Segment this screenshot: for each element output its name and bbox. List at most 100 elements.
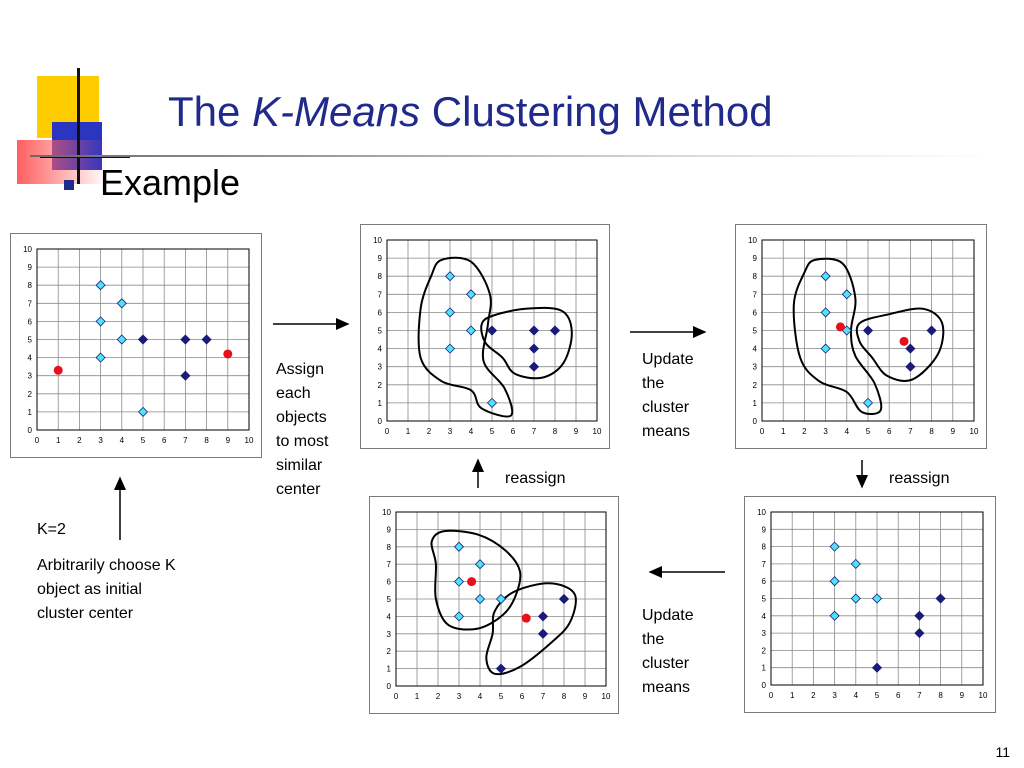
data-point-cyan xyxy=(465,325,477,336)
x-tick-label: 4 xyxy=(120,436,125,445)
x-tick-label: 0 xyxy=(394,692,399,701)
x-tick-label: 1 xyxy=(56,436,61,445)
cluster-boundary xyxy=(430,529,522,631)
data-point-cyan xyxy=(116,334,127,345)
page-number: 11 xyxy=(995,744,1010,760)
y-tick-label: 10 xyxy=(382,508,391,517)
x-tick-label: 9 xyxy=(226,436,231,445)
y-tick-label: 8 xyxy=(753,272,758,281)
plot-frame xyxy=(395,511,607,687)
y-tick-label: 4 xyxy=(762,612,767,621)
data-point-cyan xyxy=(95,352,106,363)
data-point-navy xyxy=(201,334,212,345)
y-tick-label: 7 xyxy=(762,560,767,569)
reassign-label-right: reassign xyxy=(889,470,950,487)
data-point-cyan xyxy=(444,307,456,318)
y-tick-label: 2 xyxy=(753,381,758,390)
data-point-cyan xyxy=(820,343,831,354)
data-point-navy xyxy=(935,593,946,604)
y-tick-label: 8 xyxy=(378,272,383,281)
bullet-square-icon xyxy=(64,180,74,190)
y-tick-label: 5 xyxy=(387,595,392,604)
x-tick-label: 1 xyxy=(415,692,420,701)
x-tick-label: 10 xyxy=(970,427,979,436)
decor-red-fade xyxy=(17,140,107,184)
x-tick-label: 10 xyxy=(245,436,254,445)
title-underline xyxy=(30,155,990,157)
data-point-cyan xyxy=(862,397,874,408)
y-tick-label: 6 xyxy=(387,578,392,587)
y-tick-label: 2 xyxy=(762,646,767,655)
x-tick-label: 8 xyxy=(553,427,558,436)
x-tick-label: 6 xyxy=(520,692,525,701)
x-tick-label: 9 xyxy=(960,691,965,700)
y-tick-label: 10 xyxy=(373,236,382,245)
x-tick-label: 2 xyxy=(77,436,82,445)
x-tick-label: 0 xyxy=(385,427,390,436)
data-point-cyan xyxy=(820,307,831,318)
y-tick-label: 4 xyxy=(378,345,383,354)
x-tick-label: 0 xyxy=(35,436,40,445)
data-point-cyan xyxy=(820,271,831,282)
data-point-cyan xyxy=(474,593,486,605)
cluster-boundary xyxy=(792,257,883,415)
y-tick-label: 1 xyxy=(378,399,383,408)
data-point-cyan xyxy=(95,280,106,291)
x-tick-label: 6 xyxy=(162,436,167,445)
x-tick-label: 10 xyxy=(593,427,602,436)
plot-frame xyxy=(386,239,598,422)
y-tick-label: 0 xyxy=(28,426,33,435)
data-point-cyan xyxy=(871,593,883,604)
data-point-cyan xyxy=(95,316,106,327)
y-tick-label: 2 xyxy=(378,381,383,390)
y-tick-label: 4 xyxy=(753,345,758,354)
y-tick-label: 7 xyxy=(28,299,33,308)
cluster-boundary xyxy=(417,256,514,418)
plot-frame xyxy=(36,248,250,431)
y-tick-label: 6 xyxy=(753,308,758,317)
x-tick-label: 2 xyxy=(436,692,441,701)
y-tick-label: 8 xyxy=(762,543,767,552)
y-tick-label: 7 xyxy=(378,290,383,299)
data-point-navy xyxy=(137,334,149,345)
x-tick-label: 4 xyxy=(845,427,850,436)
cluster-boundary xyxy=(480,306,573,380)
y-tick-label: 6 xyxy=(378,308,383,317)
data-point-navy xyxy=(486,325,498,336)
cluster-center xyxy=(53,365,63,375)
plot-frame xyxy=(761,239,975,422)
x-tick-label: 6 xyxy=(511,427,516,436)
y-tick-label: 10 xyxy=(757,508,766,517)
cluster-center xyxy=(467,577,477,587)
y-tick-label: 9 xyxy=(28,263,33,272)
data-point-navy xyxy=(537,611,549,622)
x-tick-label: 8 xyxy=(929,427,934,436)
y-tick-label: 10 xyxy=(748,236,757,245)
data-point-cyan xyxy=(850,558,861,569)
x-tick-label: 9 xyxy=(583,692,588,701)
data-point-cyan xyxy=(495,593,507,605)
x-tick-label: 3 xyxy=(832,691,837,700)
cluster-boundary xyxy=(485,582,577,676)
x-tick-label: 1 xyxy=(790,691,795,700)
y-tick-label: 3 xyxy=(387,630,392,639)
data-point-cyan xyxy=(474,559,486,570)
x-tick-label: 5 xyxy=(499,692,504,701)
y-tick-label: 9 xyxy=(762,525,767,534)
x-tick-label: 3 xyxy=(457,692,462,701)
y-tick-label: 4 xyxy=(387,612,392,621)
data-point-cyan xyxy=(829,610,840,621)
x-tick-label: 5 xyxy=(490,427,495,436)
x-tick-label: 8 xyxy=(204,436,209,445)
x-tick-label: 6 xyxy=(896,691,901,700)
